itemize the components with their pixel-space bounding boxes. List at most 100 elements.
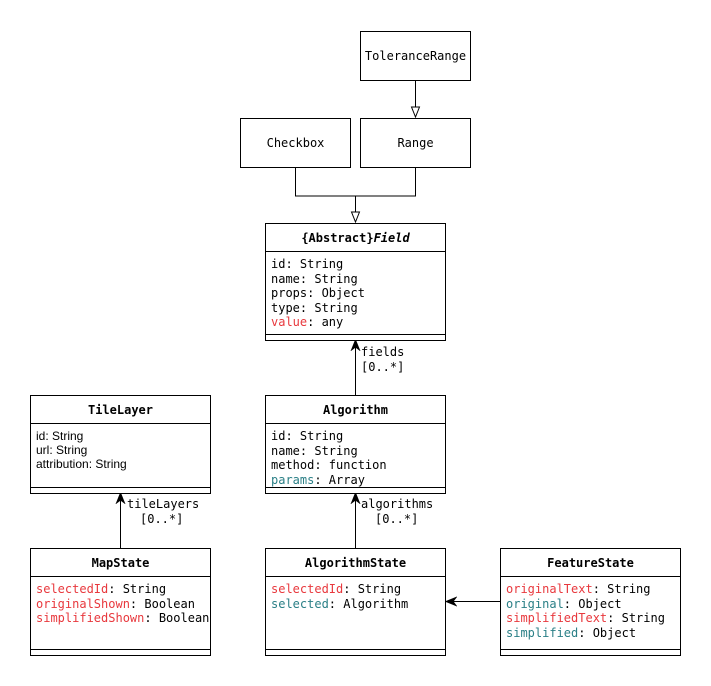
attribute-row: originalShown: Boolean [36, 597, 205, 612]
attribute-type: : String [592, 582, 651, 596]
attribute-name: type [271, 300, 300, 315]
attribute-name: selectedId [36, 582, 109, 596]
tolerancerange-label: ToleranceRange [364, 49, 467, 63]
algorithms-role-label: algorithms [361, 497, 434, 511]
attribute-name: id [271, 257, 286, 271]
attribute-row: original: Object [506, 597, 675, 612]
attribute-row: params: Array [271, 473, 440, 488]
attribute-name: id [36, 429, 46, 443]
tilelayers-multiplicity-label: [0..*] [140, 512, 184, 526]
attribute-row: id: String [36, 429, 205, 443]
attribute-type: : String [299, 300, 358, 315]
attribute-type: : String [108, 582, 167, 596]
attribute-name: name [271, 271, 300, 286]
attribute-name: simplified [506, 625, 579, 640]
attribute-name: attribution [36, 457, 89, 471]
attribute-type: : String [343, 582, 402, 596]
attribute-type: : any [307, 315, 344, 329]
attribute-name: selectedId [271, 582, 344, 596]
attribute-type: : function [314, 458, 387, 472]
attribute-type: : String [607, 611, 665, 625]
field-operations-divider [266, 334, 445, 335]
attribute-row: originalText: String [506, 582, 675, 597]
attribute-row: simplifiedText: String [506, 611, 675, 626]
attribute-type: : String [88, 457, 127, 471]
attribute-name: originalShown [36, 596, 130, 611]
mapstate-class-title: MapState [31, 549, 210, 577]
attribute-name: name [271, 443, 300, 458]
attribute-row: id: String [271, 429, 440, 444]
attribute-type: : String [299, 443, 358, 458]
field-class-title: {Abstract} Field [266, 224, 445, 252]
attribute-name: props [271, 286, 308, 300]
attribute-name: originalText [506, 582, 593, 596]
attribute-row: props: Object [271, 286, 440, 301]
range-label: Range [397, 136, 434, 150]
inherit-checkbox-field [295, 168, 356, 197]
featurestate-class-title: FeatureState [501, 549, 680, 577]
algorithm-operations-divider [266, 487, 445, 488]
attribute-row: method: function [271, 458, 440, 473]
attribute-name: selected [271, 596, 329, 611]
featurestate-operations-divider [501, 649, 680, 650]
attribute-row: simplified: Object [506, 626, 675, 641]
attribute-type: : Object [307, 286, 365, 300]
attribute-name: url [36, 443, 50, 457]
attribute-row: value: any [271, 315, 440, 330]
attribute-type: : Boolean [144, 611, 210, 625]
attribute-type: : String [49, 443, 88, 457]
tilelayer-operations-divider [31, 487, 210, 488]
algorithmstate-class-title: AlgorithmState [266, 549, 445, 577]
mapstate-operations-divider [31, 649, 210, 650]
tolerancerange-node: ToleranceRange [360, 31, 471, 81]
attribute-row: selected: Algorithm [271, 597, 440, 612]
field-name: Field [373, 230, 410, 245]
attribute-name: simplifiedShown [36, 611, 145, 625]
attribute-type: : Object [563, 596, 622, 611]
checkbox-node: Checkbox [240, 118, 351, 168]
attribute-name: id [271, 429, 286, 443]
attribute-type: : String [285, 429, 344, 443]
tilelayers-role-label: tileLayers [127, 497, 200, 511]
algorithm-class-title: Algorithm [266, 396, 445, 424]
field-stereotype: {Abstract} [301, 230, 374, 245]
attribute-name: method [271, 458, 315, 472]
attribute-name: original [506, 596, 564, 611]
attribute-row: id: String [271, 257, 440, 272]
fields-role-label: fields [361, 345, 405, 359]
tilelayer-class-title: TileLayer [31, 396, 210, 424]
attribute-type: : Algorithm [328, 596, 409, 611]
attribute-row: selectedId: String [36, 582, 205, 597]
inherit-range-field [356, 168, 416, 222]
attribute-row: selectedId: String [271, 582, 440, 597]
attribute-row: url: String [36, 443, 205, 457]
attribute-row: simplifiedShown: Boolean [36, 611, 209, 626]
checkbox-label: Checkbox [266, 136, 325, 150]
algorithms-multiplicity-label: [0..*] [375, 512, 419, 526]
attribute-name: value [271, 315, 308, 329]
attribute-type: : Object [578, 625, 637, 640]
attribute-type: : String [45, 429, 84, 443]
attribute-row: attribution: String [36, 457, 205, 471]
attribute-row: type: String [271, 301, 440, 316]
attribute-name: params [271, 472, 315, 487]
attribute-type: : Array [314, 472, 365, 487]
algorithmstate-operations-divider [266, 649, 445, 650]
attribute-name: simplifiedText [506, 611, 608, 625]
attribute-row: name: String [271, 272, 440, 287]
attribute-type: : String [299, 271, 358, 286]
range-node: Range [360, 118, 471, 168]
